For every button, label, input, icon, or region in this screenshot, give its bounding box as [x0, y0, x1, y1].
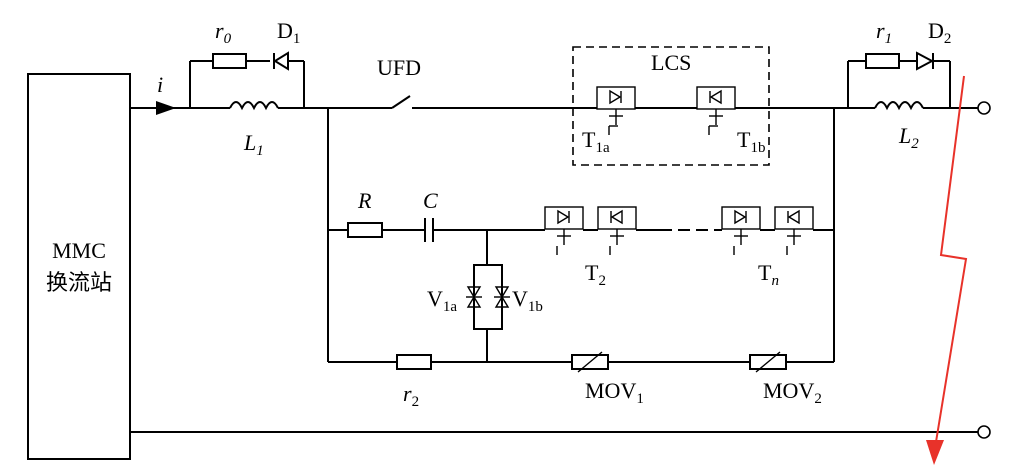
label-d2: D2 [928, 18, 951, 47]
current-arrow [156, 101, 176, 115]
inductor-l2 [874, 101, 924, 111]
label-ufd: UFD [377, 55, 421, 80]
station-label-line2: 换流站 [46, 271, 112, 296]
label-l1: L1 [243, 130, 264, 159]
inductor-l1 [229, 101, 279, 111]
label-r2: r2 [403, 381, 419, 410]
label-lcs: LCS [651, 50, 691, 75]
igbt-t1a [578, 86, 636, 135]
resistor-r0 [212, 53, 247, 69]
igbt-tn [721, 206, 814, 255]
label-r1: r1 [876, 18, 892, 47]
thyristor-v1a [466, 286, 482, 308]
label-l2: L2 [898, 123, 919, 152]
resistor-r1 [865, 53, 900, 69]
label-t1a: T1a [582, 127, 610, 156]
mmc-station-box [27, 73, 131, 460]
label-R: R [357, 188, 372, 213]
label-t2: T2 [585, 260, 606, 289]
diode-d1 [273, 51, 289, 71]
resistor-r2 [396, 354, 432, 370]
label-C: C [423, 188, 438, 213]
resistor-R [347, 222, 383, 238]
label-v1b: V1b [512, 286, 543, 315]
fault-arrow-head [926, 440, 944, 465]
ufd-switch [391, 95, 411, 109]
terminal-bottom [977, 425, 991, 439]
station-label-line1: MMC [52, 238, 106, 263]
label-t1b: T1b [737, 127, 765, 156]
inductor-l2-group [847, 51, 978, 111]
label-r0: r0 [215, 18, 232, 47]
lcs-box [572, 46, 770, 166]
label-mov2: MOV2 [763, 378, 822, 407]
igbt-t1b [696, 86, 736, 135]
inductor-l1-group [189, 51, 305, 111]
fault-arrow [934, 75, 968, 449]
thyristor-v1b [494, 286, 510, 308]
current-label: i [157, 72, 163, 97]
igbt-t2 [544, 206, 637, 255]
label-v1a: V1a [427, 286, 457, 315]
label-mov1: MOV1 [585, 378, 644, 407]
diode-d2 [916, 51, 935, 71]
label-d1: D1 [277, 18, 300, 47]
terminal-top [977, 101, 991, 115]
label-tn: Tn [758, 260, 779, 289]
